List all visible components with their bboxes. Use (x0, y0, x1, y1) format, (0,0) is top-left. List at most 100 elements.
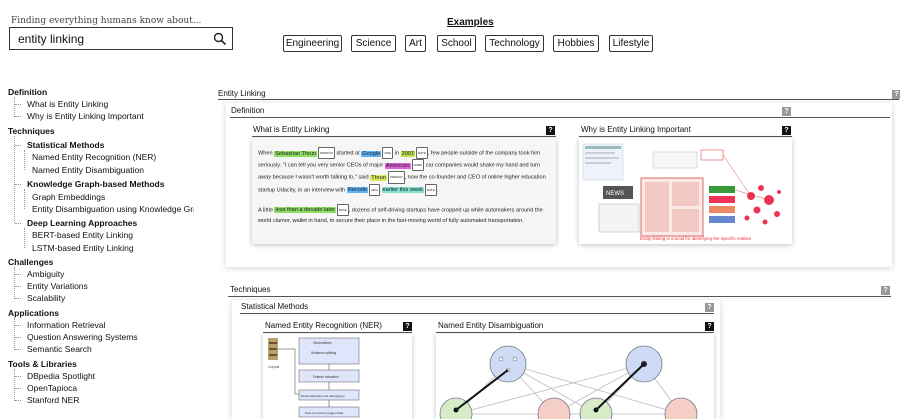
sidebar-item-entity-disambiguation-kg[interactable]: Entity Disambiguation using Knowledge Gr… (32, 204, 194, 214)
card-help-icon[interactable]: ? (546, 126, 555, 135)
example-technology-button[interactable]: Technology (485, 35, 544, 52)
sidebar-item-dbpedia-spotlight[interactable]: DBpedia Spotlight (27, 371, 96, 381)
search-field[interactable] (9, 27, 233, 50)
sidebar-item-why-is-entity-linking-important[interactable]: Why is Entity Linking Important (27, 111, 144, 121)
entity-label-tag: DATE (424, 183, 437, 196)
flow-step: Observations (313, 341, 332, 345)
sidebar-item-lstm-entity-linking[interactable]: LSTM-based Entity Linking (32, 243, 134, 253)
disambiguation-graph (439, 345, 698, 419)
card-title-ner: Named Entity Recognition (NER) (265, 321, 382, 330)
sidebar-item-information-retrieval[interactable]: Information Retrieval (27, 320, 106, 330)
entity-person-highlight: Sebastian Thrun (274, 150, 318, 157)
entity-label-tag: ORG (382, 147, 394, 160)
techniques-heading: Techniques (230, 285, 271, 294)
sidebar-item-ner[interactable]: Named Entity Recognition (NER) (32, 152, 157, 162)
flow-step: Sentence splitting (311, 351, 336, 355)
entity-linking-infographic: NEWS Entity linking is crucial for ident… (582, 143, 781, 241)
flow-step: Model application and data tagging (301, 394, 345, 398)
topic-title: Entity Linking (218, 89, 266, 98)
card-help-icon[interactable]: ? (782, 126, 791, 135)
tree-connector (15, 298, 21, 299)
corpus-label: Corpus (268, 365, 280, 369)
statistical-methods-heading: Statistical Methods (241, 302, 309, 311)
card-why-entity-linking-important[interactable]: NEWS Entity linking is crucial for ident… (579, 138, 792, 244)
sidebar-group-knowledge-graph-methods[interactable]: Knowledge Graph-based Methods (27, 179, 165, 189)
sidebar-item-bert-entity-linking[interactable]: BERT-based Entity Linking (32, 230, 133, 240)
definition-heading: Definition (231, 106, 265, 115)
sidebar-section-tools-libraries[interactable]: Tools & Libraries (8, 359, 77, 369)
sidebar-section-applications[interactable]: Applications (8, 308, 60, 318)
example-school-button[interactable]: School (437, 35, 476, 52)
entity-date-highlight: 2007 (400, 150, 416, 157)
entity-norp-highlight: American (384, 162, 411, 169)
flow-step: Post-processing tagged data (305, 411, 344, 415)
entity-label-tag: NORP (411, 159, 425, 172)
tree-connector (15, 286, 21, 287)
search-caption: Finding everything humans know about... (11, 16, 202, 26)
sidebar-item-scalability[interactable]: Scalability (27, 293, 66, 303)
sidebar-section-techniques[interactable]: Techniques (8, 126, 55, 136)
search-input[interactable] (10, 28, 205, 49)
card-divider (436, 332, 714, 333)
sidebar-item-opentapioca[interactable]: OpenTapioca (27, 383, 78, 393)
tree-connector (15, 104, 21, 105)
card-divider (263, 332, 412, 333)
card-divider (252, 136, 556, 137)
example-lifestyle-button[interactable]: Lifestyle (609, 35, 653, 52)
card-divider (579, 136, 792, 137)
tree-connector (14, 267, 15, 299)
sidebar-group-deep-learning[interactable]: Deep Learning Approaches (27, 218, 138, 228)
definition-divider (230, 117, 890, 118)
tree-connector (15, 400, 21, 401)
example-engineering-button[interactable]: Engineering (283, 35, 342, 52)
sidebar-item-what-is-entity-linking[interactable]: What is Entity Linking (27, 99, 109, 109)
sidebar-item-graph-embeddings[interactable]: Graph Embeddings (32, 192, 106, 202)
card-title-named-entity-disambiguation: Named Entity Disambiguation (438, 321, 544, 330)
card-help-icon[interactable]: ? (403, 322, 412, 331)
sidebar-section-definition[interactable]: Definition (8, 87, 48, 97)
topic-divider (218, 99, 899, 100)
card-named-entity-disambiguation[interactable] (436, 334, 714, 419)
infographic-caption: Entity linking is crucial for identifyin… (640, 236, 752, 241)
card-ner[interactable]: Corpus Observations Sentence splitting F… (263, 334, 412, 419)
statistical-help-icon[interactable]: ? (705, 303, 714, 312)
tree-connector (15, 388, 21, 389)
sidebar-item-ambiguity[interactable]: Ambiguity (27, 269, 65, 279)
example-science-button[interactable]: Science (351, 35, 396, 52)
entity-label-tag: ORG (369, 183, 380, 196)
sidebar-item-semantic-search[interactable]: Semantic Search (27, 344, 92, 354)
example-art-button[interactable]: Art (405, 35, 426, 52)
card-title-what-is-entity-linking: What is Entity Linking (253, 125, 330, 134)
entity-org-highlight: Google (361, 150, 382, 157)
example-hobbies-button[interactable]: Hobbies (553, 35, 599, 52)
entity-org-highlight: Recode (346, 187, 369, 194)
tree-connector (14, 97, 15, 117)
tree-connector (14, 318, 15, 350)
card-help-icon[interactable]: ? (705, 322, 714, 331)
tree-connector (15, 325, 21, 326)
sidebar-section-challenges[interactable]: Challenges (8, 257, 54, 267)
tree-connector (15, 223, 21, 224)
entity-label-tag: PERSON (318, 147, 335, 160)
techniques-help-icon[interactable]: ? (881, 286, 890, 295)
topic-help-icon[interactable]: ? (892, 90, 900, 99)
sidebar-group-statistical-methods[interactable]: Statistical Methods (27, 140, 105, 150)
entity-label-tag: DATE (416, 147, 428, 160)
sidebar-item-named-entity-disambiguation[interactable]: Named Entity Disambiguation (32, 165, 144, 175)
entity-date-highlight: less than a decade later (274, 207, 336, 214)
entity-date-highlight: earlier this week (381, 187, 424, 194)
techniques-divider (228, 296, 891, 297)
tree-connector (15, 349, 21, 350)
tree-connector (15, 337, 21, 338)
search-icon[interactable] (213, 32, 227, 46)
sidebar-item-stanford-ner[interactable]: Stanford NER (27, 395, 80, 405)
tree-connector (14, 136, 15, 223)
sidebar-item-question-answering[interactable]: Question Answering Systems (27, 332, 138, 342)
sidebar-item-entity-variations[interactable]: Entity Variations (27, 281, 88, 291)
tree-connector (24, 150, 25, 170)
definition-help-icon[interactable]: ? (782, 107, 791, 116)
entity-person-highlight: Thrun (370, 175, 387, 181)
tree-connector (14, 369, 15, 401)
